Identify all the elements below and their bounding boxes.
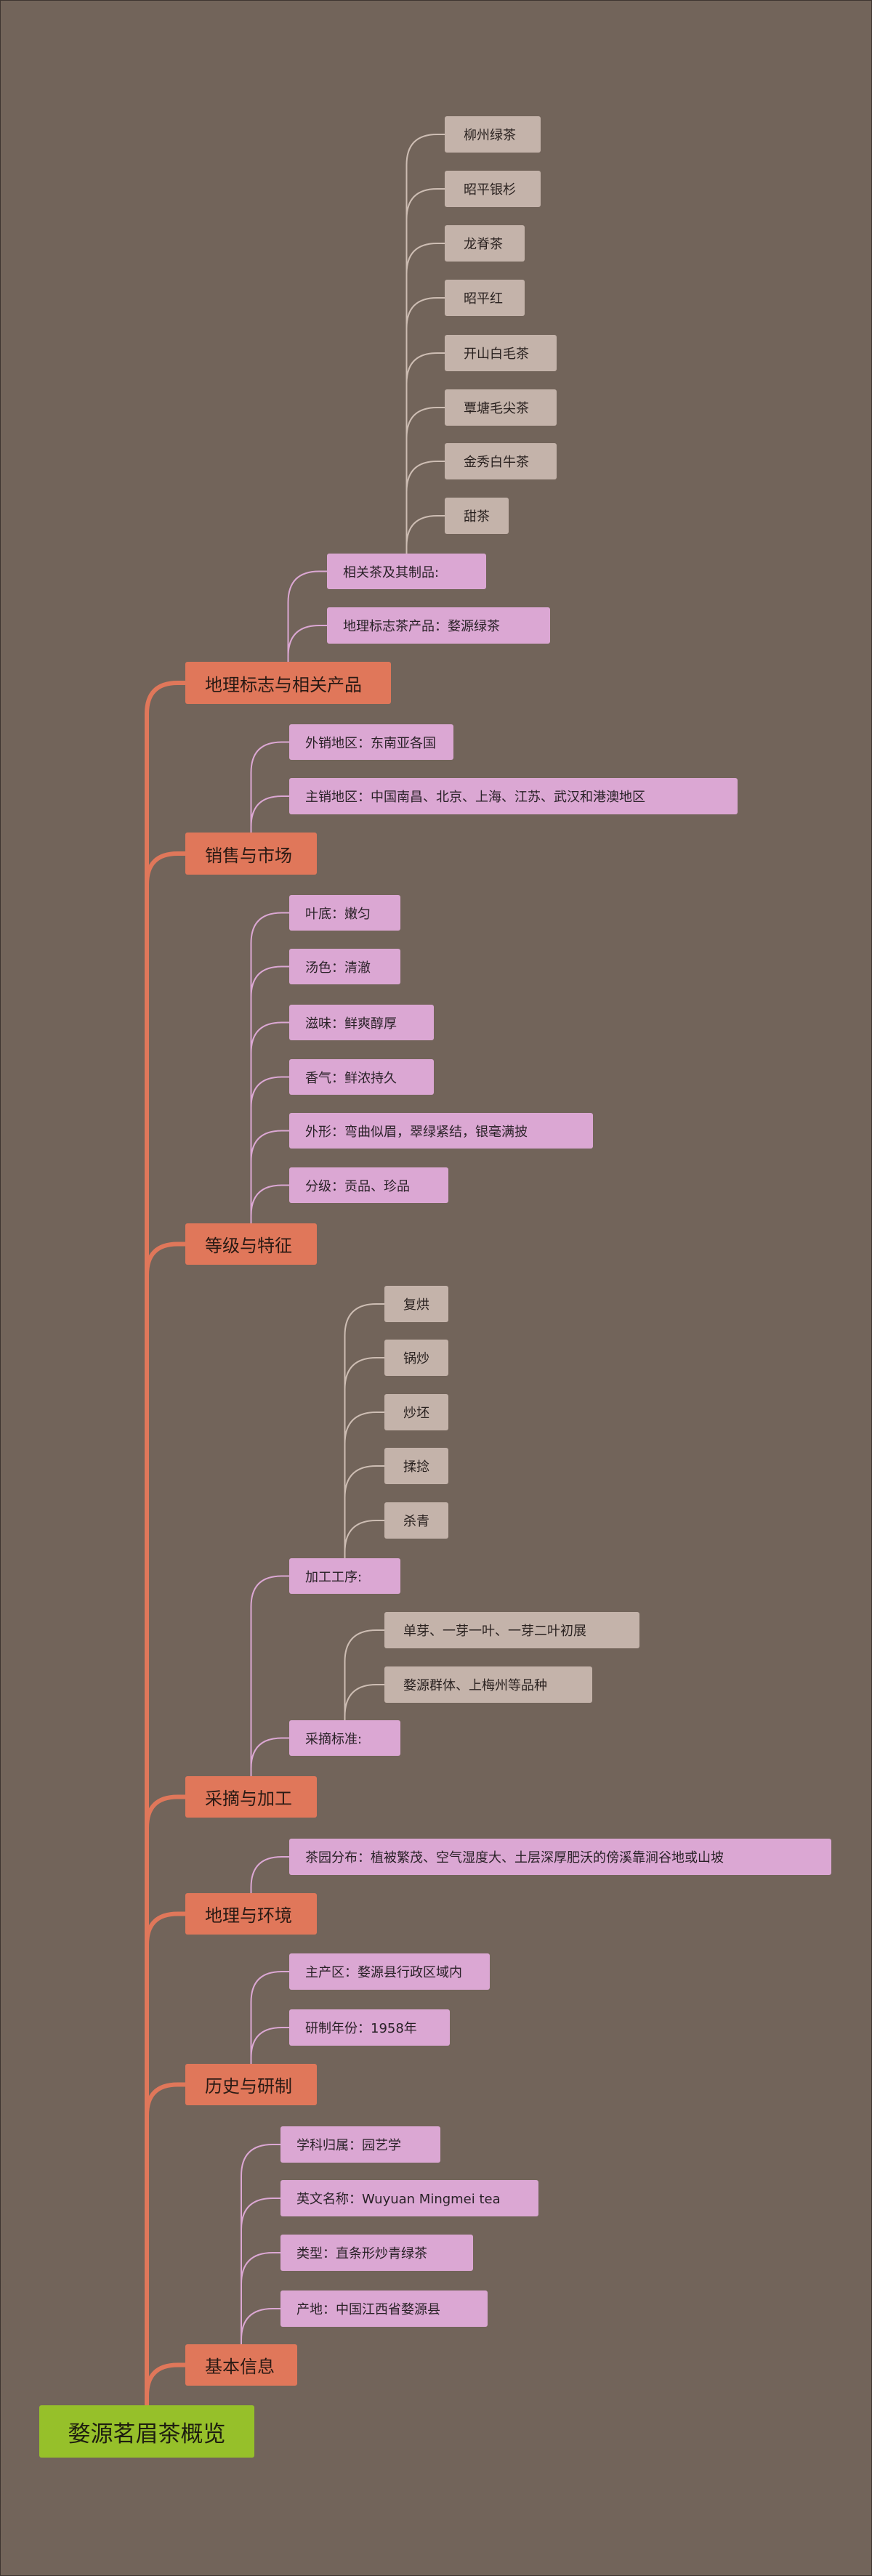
connector-line bbox=[344, 1303, 384, 1558]
leaf-item[interactable]: 复烘 bbox=[384, 1286, 448, 1322]
subtopic-english-name[interactable]: 英文名称：Wuyuan Mingmei tea bbox=[280, 2180, 538, 2216]
connector-line bbox=[145, 1242, 185, 2405]
connector-line bbox=[344, 1465, 384, 1558]
connector-line bbox=[405, 407, 445, 554]
connector-line bbox=[250, 1184, 289, 1223]
subtopic-type[interactable]: 类型：直条形炒青绿茶 bbox=[280, 2235, 473, 2271]
subtopic-origin[interactable]: 产地：中国江西省婺源县 bbox=[280, 2291, 488, 2327]
connector-line bbox=[145, 2362, 185, 2405]
leaf-item[interactable]: 金秀白牛茶 bbox=[445, 443, 557, 479]
leaf-item[interactable]: 昭平红 bbox=[445, 280, 525, 316]
subtopic-shape[interactable]: 外形：弯曲似眉，翠绿紧结，银毫满披 bbox=[289, 1113, 593, 1149]
topic-picking-processing[interactable]: 采摘与加工 bbox=[185, 1776, 317, 1818]
subtopic-liquor-color[interactable]: 汤色：清澈 bbox=[289, 949, 400, 984]
connector-line bbox=[405, 134, 445, 554]
connector-line bbox=[405, 352, 445, 554]
topic-basic-info[interactable]: 基本信息 bbox=[185, 2344, 297, 2386]
leaf-item[interactable]: 龙脊茶 bbox=[445, 225, 525, 262]
connector-line bbox=[250, 1856, 289, 1893]
leaf-item[interactable]: 甜茶 bbox=[445, 498, 509, 534]
subtopic-main-market[interactable]: 主销地区：中国南昌、北京、上海、江苏、武汉和港澳地区 bbox=[289, 778, 738, 814]
connector-line bbox=[241, 2198, 280, 2344]
leaf-item[interactable]: 柳州绿茶 bbox=[445, 116, 541, 153]
subtopic-grade[interactable]: 分级：贡品、珍品 bbox=[289, 1167, 448, 1203]
subtopic-geo-product[interactable]: 地理标志茶产品：婺源绿茶 bbox=[327, 607, 550, 644]
subtopic-export[interactable]: 外销地区：东南亚各国 bbox=[289, 724, 453, 760]
subtopic-main-area[interactable]: 主产区：婺源县行政区域内 bbox=[289, 1953, 490, 1990]
leaf-item[interactable]: 炒坯 bbox=[384, 1394, 448, 1430]
leaf-item[interactable]: 锅炒 bbox=[384, 1340, 448, 1376]
connector-line bbox=[250, 1076, 289, 1223]
connector-line bbox=[344, 1629, 384, 1720]
connector-line bbox=[250, 965, 289, 1223]
topic-history[interactable]: 历史与研制 bbox=[185, 2064, 317, 2105]
connector-line bbox=[344, 1357, 384, 1558]
leaf-item[interactable]: 婺源群体、上梅州等品种 bbox=[384, 1666, 592, 1703]
subtopic-picking-standard[interactable]: 采摘标准: bbox=[289, 1720, 400, 1756]
topic-geo-indication[interactable]: 地理标志与相关产品 bbox=[185, 662, 391, 704]
connector-line bbox=[250, 741, 289, 833]
connector-line bbox=[405, 188, 445, 554]
subtopic-discipline[interactable]: 学科归属：园艺学 bbox=[280, 2126, 440, 2163]
topic-geo-environment[interactable]: 地理与环境 bbox=[185, 1893, 317, 1935]
connector-line bbox=[241, 2252, 280, 2344]
connector-line bbox=[344, 1411, 384, 1558]
connector-line bbox=[145, 851, 185, 2405]
connector-line bbox=[344, 1684, 384, 1720]
topic-grade-features[interactable]: 等级与特征 bbox=[185, 1223, 317, 1265]
connector-line bbox=[250, 1130, 289, 1223]
subtopic-year[interactable]: 研制年份：1958年 bbox=[289, 2009, 450, 2046]
topic-sales-market[interactable]: 销售与市场 bbox=[185, 833, 317, 875]
connector-line bbox=[344, 1520, 384, 1558]
connector-line bbox=[250, 1575, 289, 1776]
connector-line bbox=[405, 515, 445, 554]
connector-line bbox=[145, 1911, 185, 2405]
connector-line bbox=[241, 2308, 280, 2344]
connector-line bbox=[250, 2027, 289, 2064]
leaf-item[interactable]: 覃塘毛尖茶 bbox=[445, 389, 557, 426]
leaf-item[interactable]: 昭平银杉 bbox=[445, 171, 541, 207]
leaf-item[interactable]: 揉捻 bbox=[384, 1448, 448, 1484]
connector-line bbox=[250, 795, 289, 833]
subtopic-aroma[interactable]: 香气：鲜浓持久 bbox=[289, 1059, 434, 1095]
connector-line bbox=[145, 2082, 185, 2405]
leaf-item[interactable]: 开山白毛茶 bbox=[445, 335, 557, 371]
connector-line bbox=[250, 1971, 289, 2064]
subtopic-processing-steps[interactable]: 加工工序: bbox=[289, 1558, 400, 1594]
connector-line bbox=[287, 625, 327, 662]
connector-line bbox=[241, 2144, 280, 2344]
connector-line bbox=[405, 461, 445, 554]
connector-line bbox=[405, 297, 445, 554]
connector-line bbox=[250, 1021, 289, 1223]
connector-line bbox=[405, 243, 445, 554]
root-node[interactable]: 婺源茗眉茶概览 bbox=[39, 2405, 254, 2458]
connector-line bbox=[145, 1794, 185, 2405]
subtopic-taste[interactable]: 滋味：鲜爽醇厚 bbox=[289, 1005, 434, 1040]
leaf-item[interactable]: 杀青 bbox=[384, 1502, 448, 1539]
connector-line bbox=[287, 570, 327, 662]
connector-line bbox=[250, 1737, 289, 1776]
subtopic-garden-distribution[interactable]: 茶园分布：植被繁茂、空气湿度大、土层深厚肥沃的傍溪靠涧谷地或山坡 bbox=[289, 1839, 831, 1875]
leaf-item[interactable]: 单芽、一芽一叶、一芽二叶初展 bbox=[384, 1612, 639, 1648]
subtopic-related-teas[interactable]: 相关茶及其制品: bbox=[327, 554, 486, 589]
connector-line bbox=[250, 912, 289, 1223]
connector-line bbox=[145, 681, 185, 2405]
subtopic-leaf-base[interactable]: 叶底：嫩匀 bbox=[289, 895, 400, 931]
